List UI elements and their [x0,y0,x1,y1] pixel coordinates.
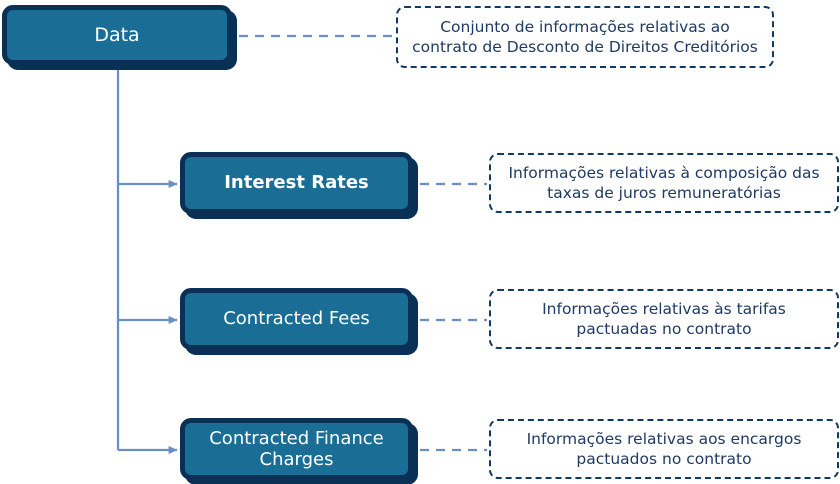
note-contracted-finance-charges: Informações relativas aos encargos pactu… [489,419,839,479]
note-data: Conjunto de informações relativas ao con… [396,6,774,68]
node-contracted-fees-label: Contracted Fees [223,308,370,330]
note-interest-rates: Informações relativas à composição das t… [489,153,839,213]
node-contracted-finance-charges-label: Contracted Finance Charges [209,427,384,470]
node-interest-rates[interactable]: Interest Rates [180,152,413,214]
node-data[interactable]: Data [2,5,232,65]
node-contracted-finance-charges[interactable]: Contracted Finance Charges [180,418,413,480]
node-contracted-fees[interactable]: Contracted Fees [180,288,413,350]
note-contracted-fees-text: Informações relativas às tarifas pactuad… [542,299,786,338]
node-interest-rates-label: Interest Rates [224,172,369,194]
note-contracted-finance-charges-text: Informações relativas aos encargos pactu… [526,429,802,468]
note-contracted-fees: Informações relativas às tarifas pactuad… [489,289,839,349]
note-interest-rates-text: Informações relativas à composição das t… [508,163,820,202]
note-data-text: Conjunto de informações relativas ao con… [412,17,758,56]
node-data-label: Data [94,23,140,46]
